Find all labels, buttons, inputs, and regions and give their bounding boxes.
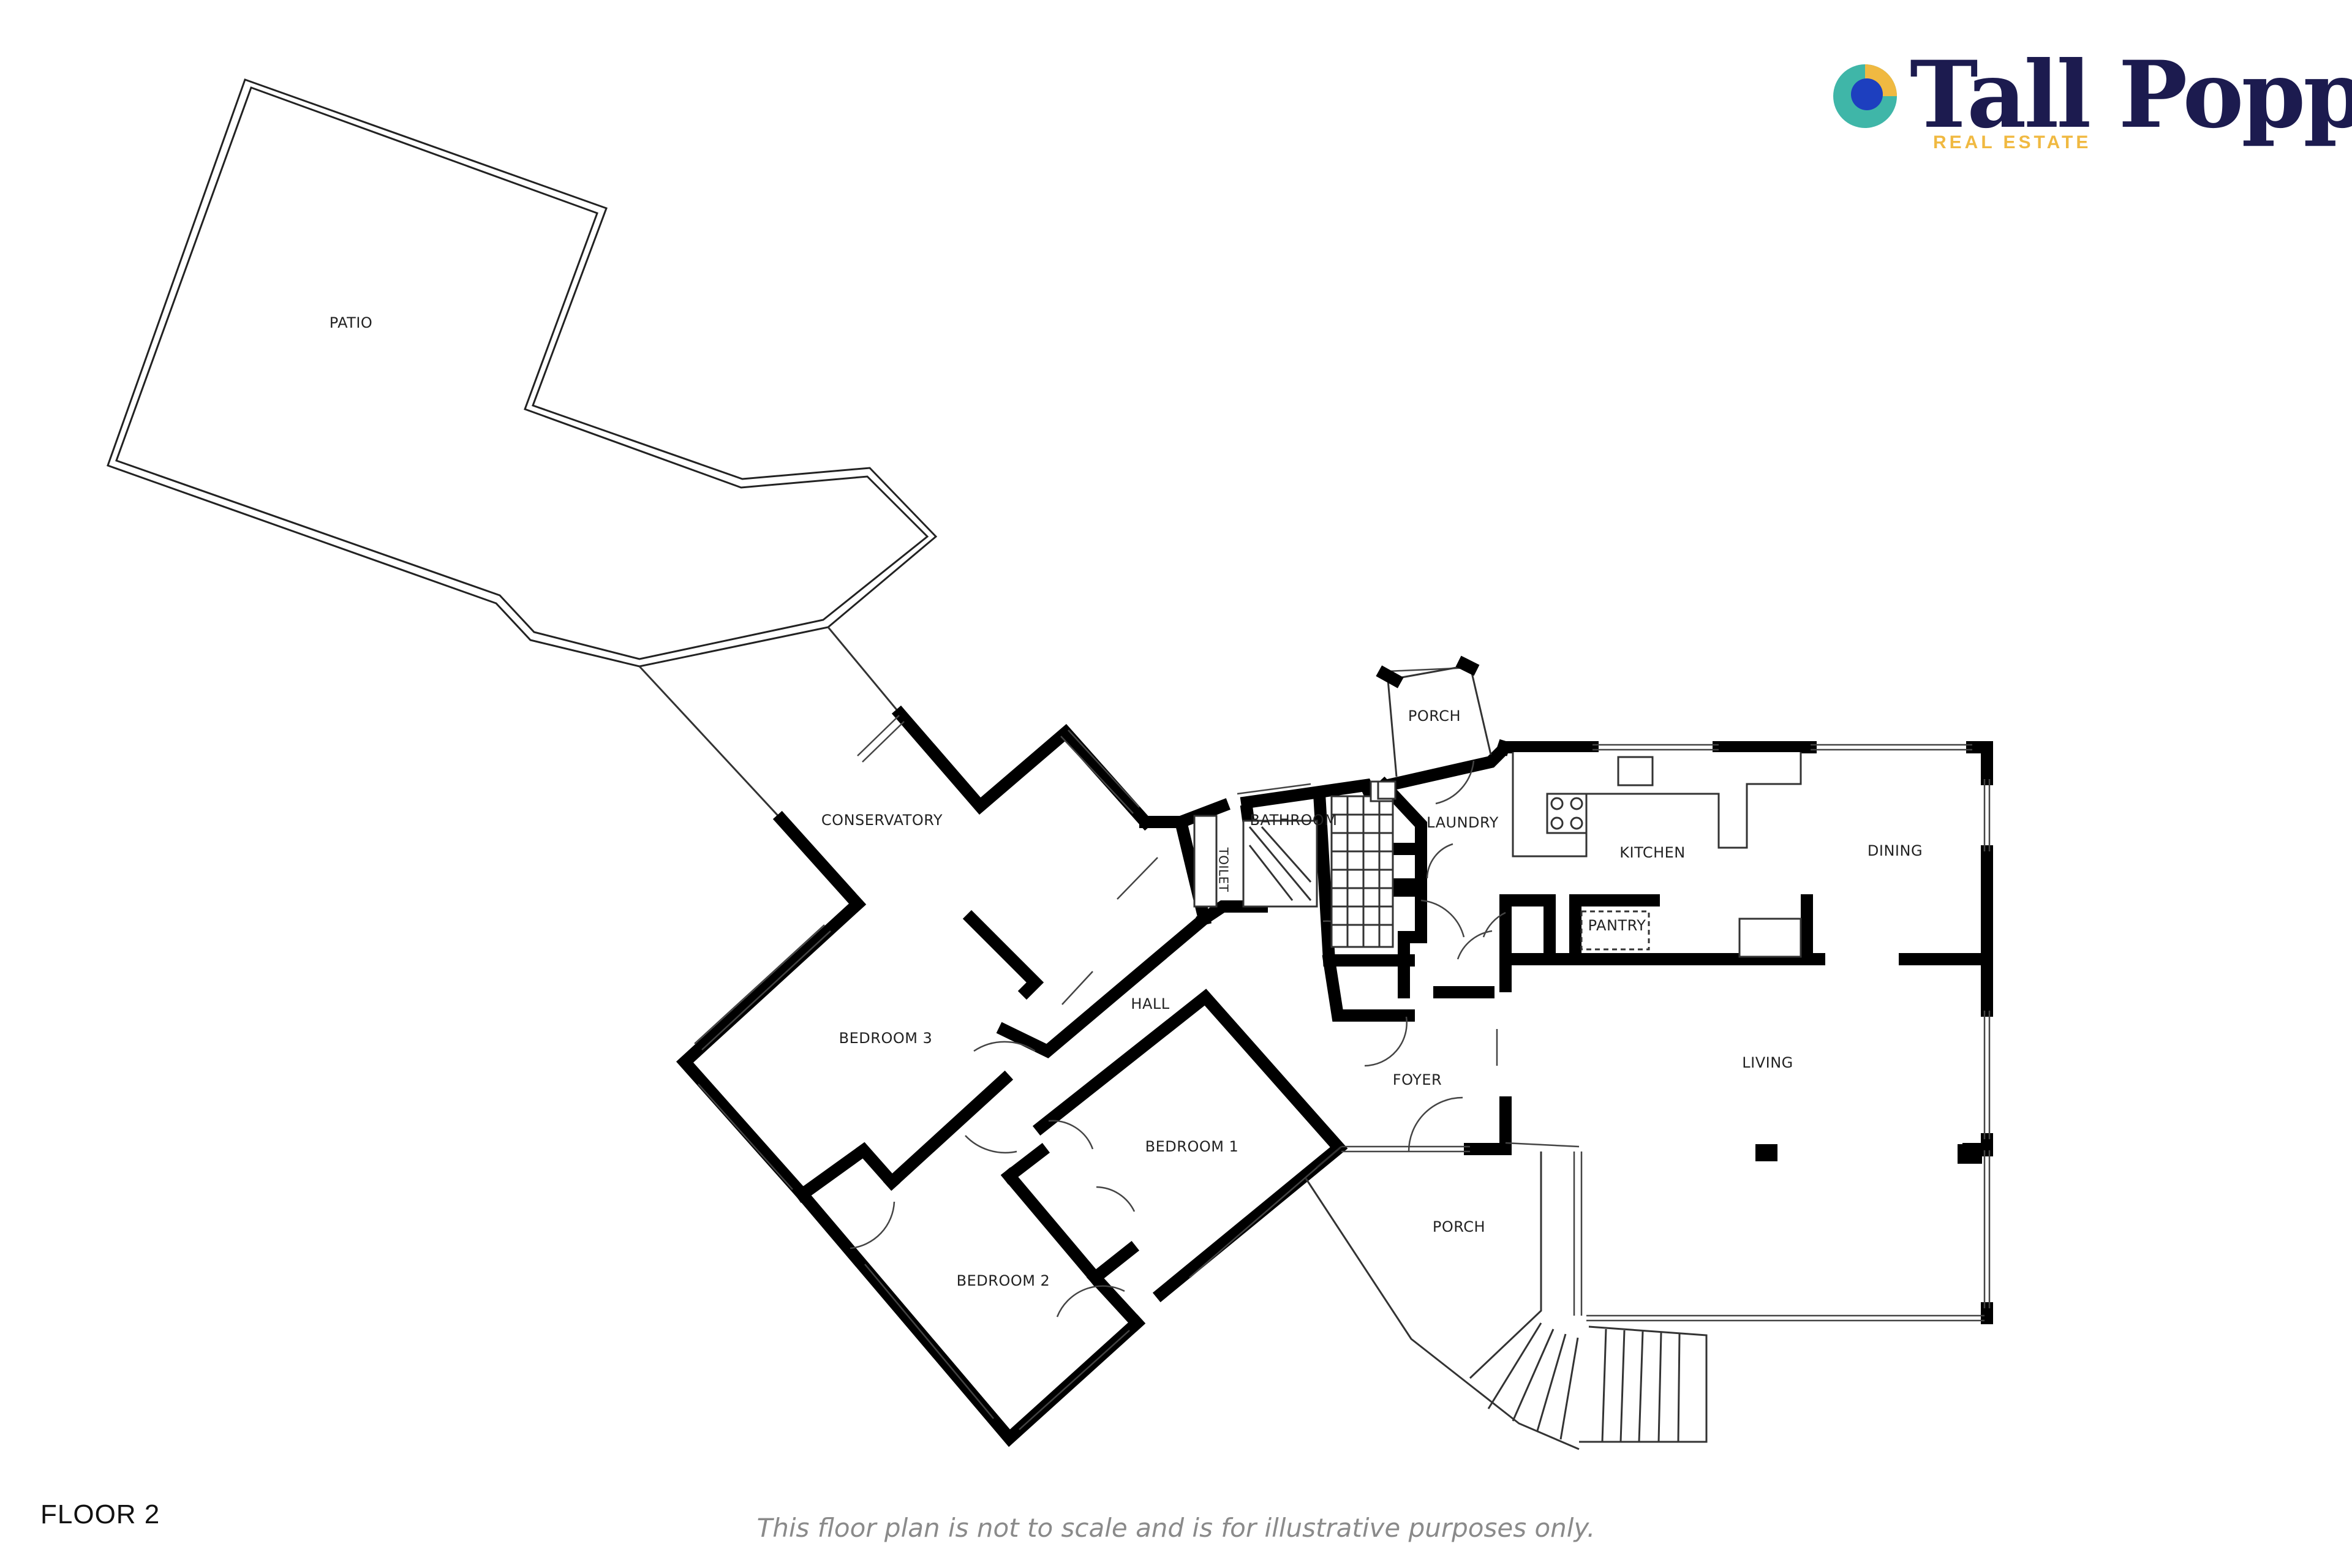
label-porch-bottom: PORCH — [1433, 1218, 1485, 1235]
patio-outline — [107, 78, 938, 668]
label-bedroom-3: BEDROOM 3 — [839, 1030, 933, 1047]
label-conservatory: CONSERVATORY — [821, 812, 943, 829]
windows — [694, 666, 1991, 1430]
label-hall: HALL — [1131, 995, 1169, 1012]
label-living: LIVING — [1742, 1054, 1793, 1071]
brand-tagline: REAL ESTATE — [1933, 132, 2092, 153]
label-foyer: FOYER — [1393, 1071, 1442, 1088]
porch-bottom-structure — [1305, 1145, 1708, 1450]
label-bedroom-1: BEDROOM 1 — [1145, 1138, 1239, 1155]
patio-steps — [638, 627, 902, 821]
label-toilet: TOILET — [1216, 847, 1231, 892]
bathroom-fixtures — [1193, 780, 1396, 948]
label-bedroom-2: BEDROOM 2 — [957, 1272, 1050, 1289]
label-dining: DINING — [1868, 842, 1923, 859]
floor-label: FLOOR 2 — [40, 1499, 160, 1529]
label-bathroom: BATHROOM — [1250, 812, 1338, 829]
kitchen-fixtures — [1512, 752, 1802, 958]
poppy-logo-icon — [1833, 64, 1897, 128]
brand-logo: Tall Poppy REAL ESTATE — [1831, 49, 2352, 163]
walls — [676, 705, 1993, 1447]
room-labels: PATIO CONSERVATORY BEDROOM 3 HALL BEDROO… — [330, 314, 1923, 1289]
label-kitchen: KITCHEN — [1619, 844, 1686, 861]
label-porch-top: PORCH — [1408, 707, 1461, 725]
label-pantry: PANTRY — [1588, 917, 1646, 934]
label-patio: PATIO — [330, 314, 373, 331]
disclaimer-text: This floor plan is not to scale and is f… — [756, 1513, 1596, 1543]
label-laundry: LAUNDRY — [1427, 814, 1499, 831]
porch-top-structure — [1376, 655, 1492, 777]
brand-name: Tall Poppy — [1910, 41, 2352, 149]
